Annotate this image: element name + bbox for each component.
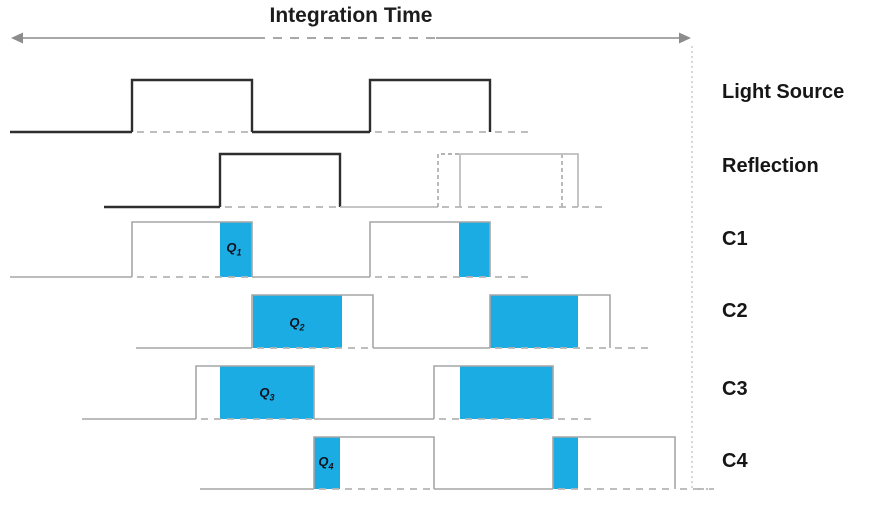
row-label-light-source: Light Source bbox=[722, 81, 845, 103]
row-label-c2: C2 bbox=[722, 300, 748, 322]
row-label-reflection: Reflection bbox=[722, 155, 819, 177]
row-label-c1: C1 bbox=[722, 228, 748, 250]
row-label-c3: C3 bbox=[722, 378, 748, 400]
charge-label-q1: Q1 bbox=[226, 240, 242, 258]
charge-label-q4: Q4 bbox=[318, 454, 334, 472]
charge-label-q3: Q3 bbox=[259, 385, 275, 403]
row-label-c4: C4 bbox=[722, 450, 748, 472]
integration-time-title: Integration Time bbox=[269, 4, 433, 27]
charge-label-q2: Q2 bbox=[289, 315, 305, 333]
